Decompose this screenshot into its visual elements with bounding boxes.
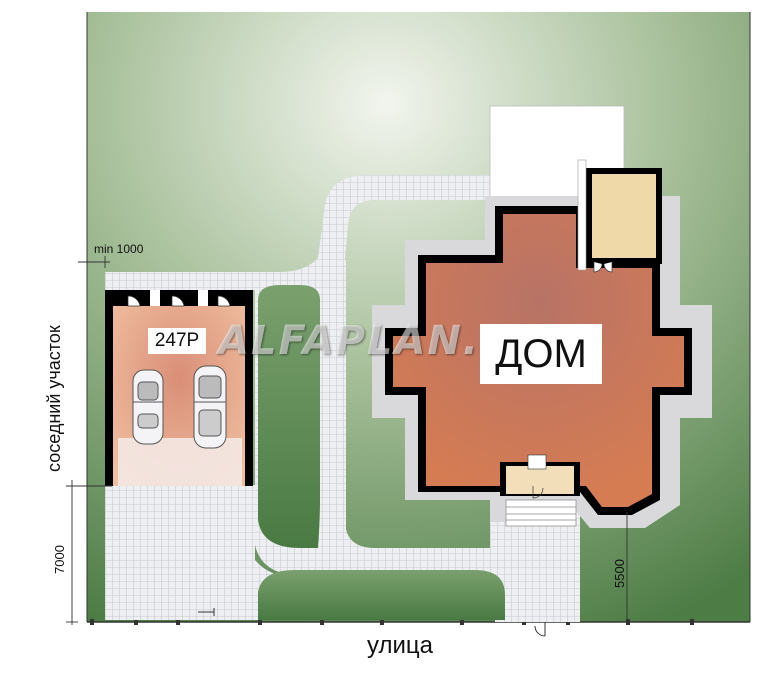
plot-boundary — [86, 12, 751, 623]
garage-rear-strip — [118, 438, 242, 486]
lawn-patch-front — [258, 570, 505, 620]
entry-steps — [505, 499, 577, 527]
dim-7000-label: 7000 — [52, 545, 67, 574]
stair-door — [593, 262, 613, 273]
dim-5500-label: 5500 — [612, 559, 627, 588]
car-right-icon — [193, 365, 227, 449]
dim-min-label: min 1000 — [94, 242, 144, 256]
garage-label: 247P — [148, 328, 206, 354]
stair-interior — [592, 174, 656, 258]
car-left-icon — [132, 369, 164, 445]
garage-door-swings — [127, 295, 231, 307]
street-label: улица — [367, 632, 433, 659]
house-label: ДОМ — [480, 324, 602, 384]
lawn-patch-center — [258, 285, 320, 548]
dimension-lines — [66, 256, 628, 625]
neighbor-label: соседний участок — [44, 325, 64, 472]
street-gate-icon — [198, 608, 546, 637]
